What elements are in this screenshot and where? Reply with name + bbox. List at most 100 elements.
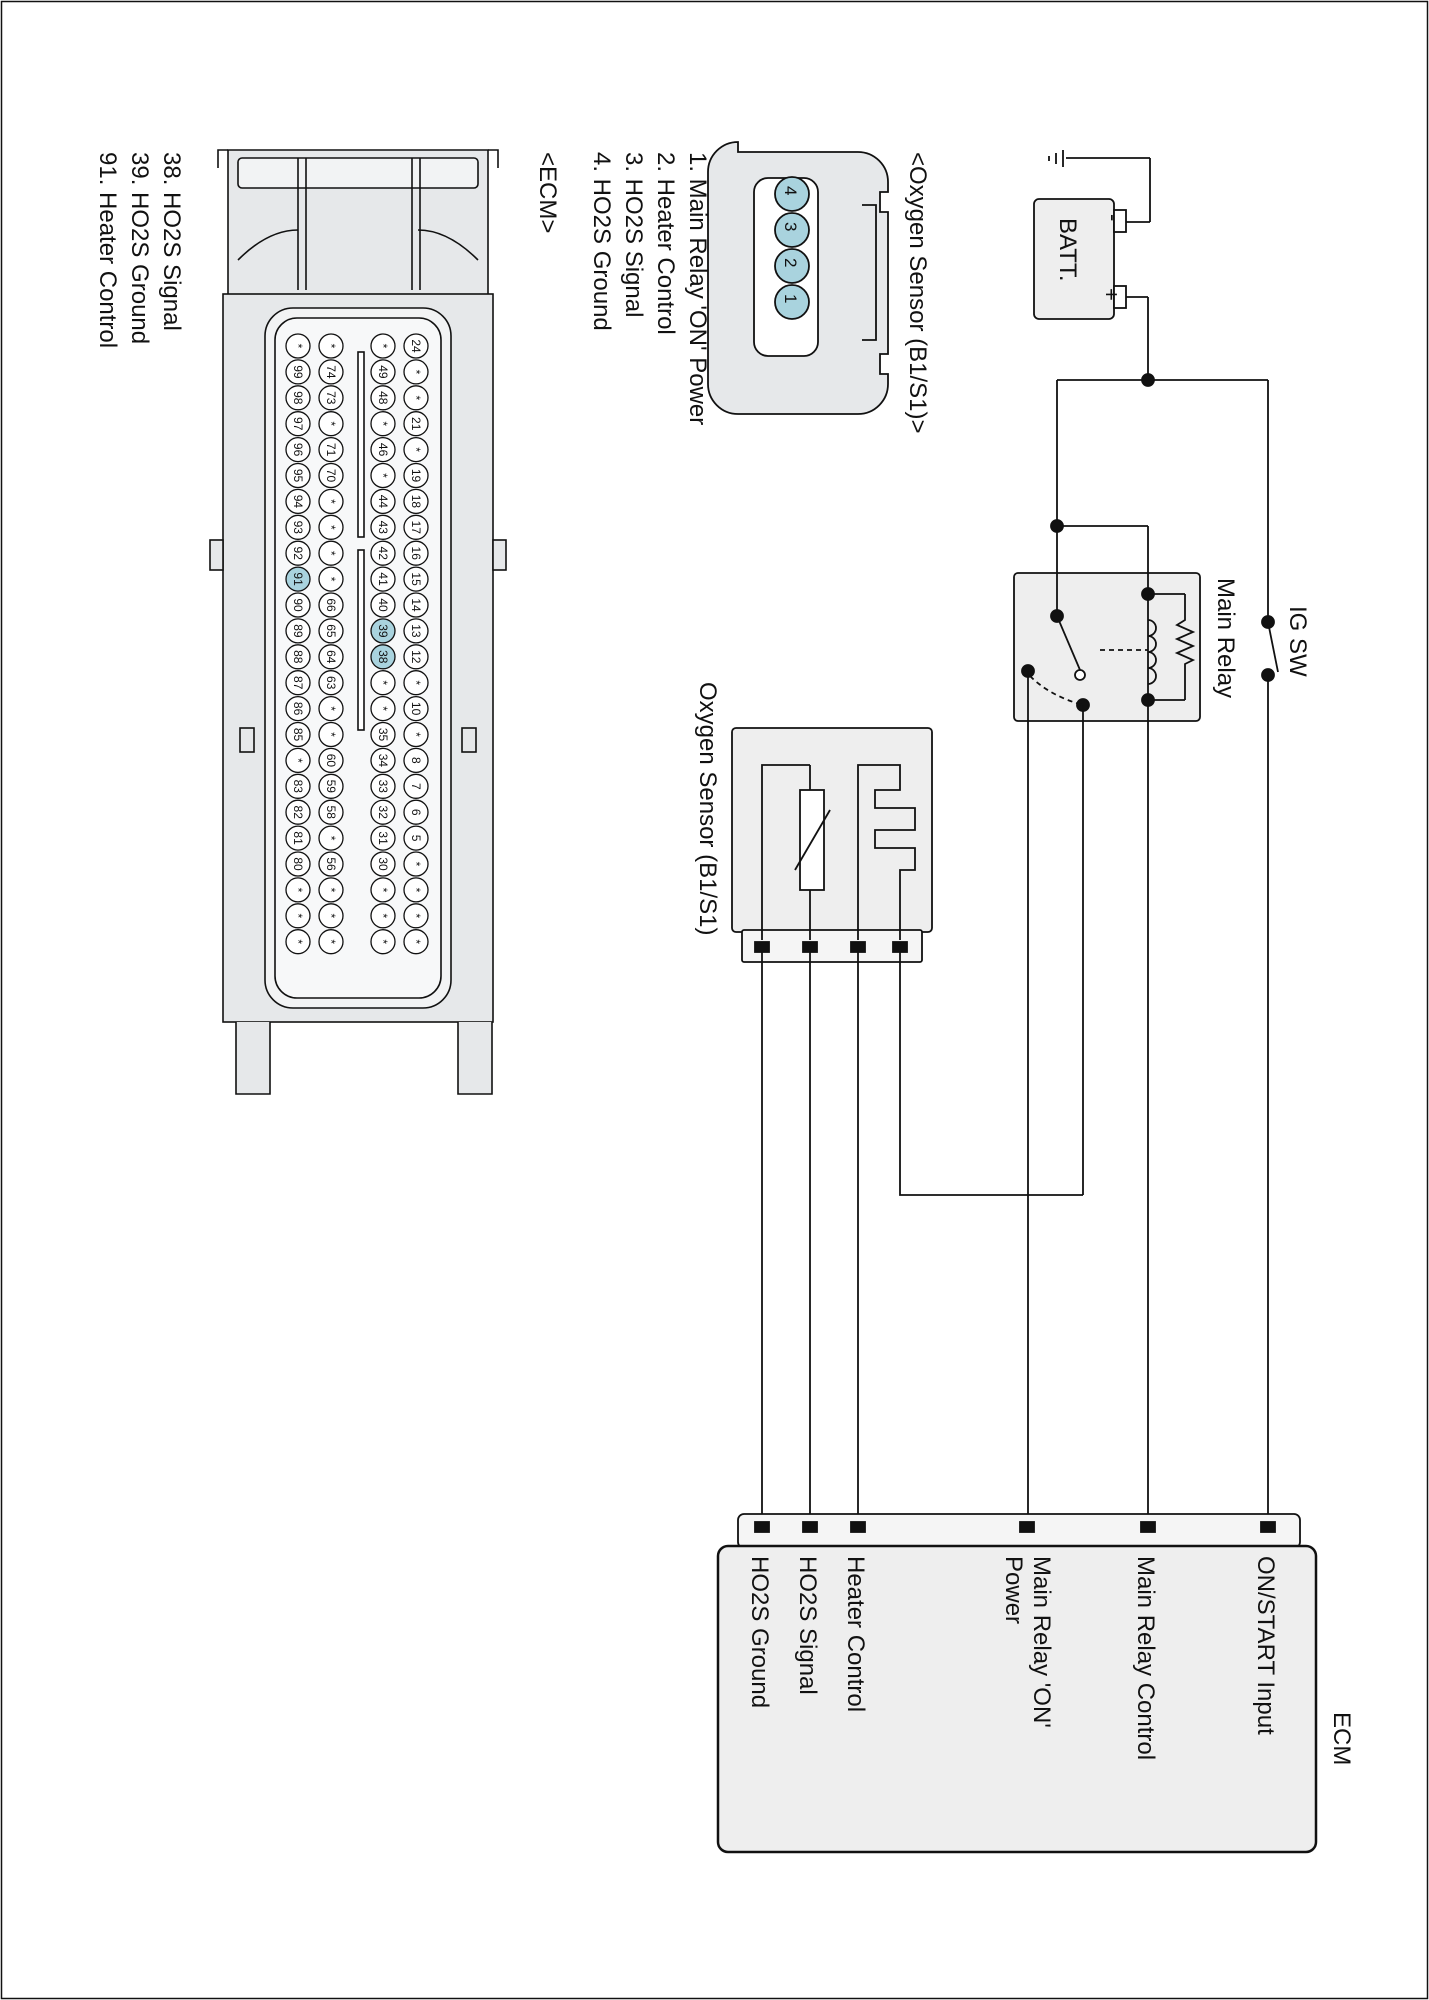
ecm-pin-label: 12	[409, 650, 423, 664]
ecm-pin	[403, 929, 429, 955]
ecm-pin-label-relay-control: Main Relay Control	[1132, 1556, 1159, 1760]
ecm-pin	[403, 359, 429, 385]
ecm-pin-label: 56	[324, 857, 338, 871]
ecm-pin	[285, 773, 311, 799]
ecm-pin	[370, 903, 396, 929]
o2-connector-title: <Oxygen Sensor (B1/S1)>	[904, 152, 931, 433]
o2-pin-3	[774, 212, 810, 248]
ecm-pin	[370, 825, 396, 851]
ecm-pin-label: 70	[324, 469, 338, 483]
ecm-pin	[403, 333, 429, 359]
ecm-pin	[285, 566, 311, 592]
ecm-pin-label: *	[324, 836, 338, 841]
ecm-pin-label: 98	[291, 391, 305, 405]
ecm-pin-label: 18	[409, 495, 423, 509]
ecm-pin-label: 14	[409, 598, 423, 612]
ecm-pin-label: 91	[291, 572, 305, 586]
o2-connector	[707, 141, 889, 415]
ecm-pin-label: 17	[409, 521, 423, 535]
ecm-pin-label: *	[324, 939, 338, 944]
ecm-pin	[403, 903, 429, 929]
ecm-pin-label: *	[291, 939, 305, 944]
ecm-pin	[318, 436, 344, 463]
ecm-pin	[370, 385, 396, 411]
ecm-pin	[318, 903, 344, 929]
ecm-pin-label: 40	[376, 598, 390, 612]
ecm-pin	[403, 488, 429, 515]
ecm-pin-label: 31	[376, 831, 390, 845]
ecm-pin-label: 13	[409, 624, 423, 638]
ecm-pin-label: 46	[376, 443, 390, 457]
ecm-pin-label: *	[291, 758, 305, 763]
ecm-pin	[285, 359, 311, 385]
o2-pin-label-4: 4	[781, 186, 800, 195]
ecm-pin	[285, 851, 311, 877]
ecm-pin-label: 66	[324, 598, 338, 612]
ecm-pin	[285, 333, 311, 359]
ecm-pin	[318, 773, 344, 799]
ecm-pin	[403, 773, 429, 799]
ecm-pin	[285, 799, 311, 825]
ecm-pin-label: 94	[291, 495, 305, 509]
ecm-pin	[318, 851, 344, 877]
ecm-legend-38: 38. HO2S Signal	[158, 152, 185, 331]
ecm-pin-label: 71	[324, 443, 338, 457]
ecm-pin-label: 92	[291, 547, 305, 561]
ecm-pin	[403, 747, 429, 774]
ecm-pin	[318, 462, 344, 489]
ecm-pin-label: 35	[376, 728, 390, 742]
ecm-pin-label: *	[409, 680, 423, 685]
ecm-pin	[403, 592, 429, 618]
ecm-pin-label: 38	[376, 650, 390, 664]
o2-pin-label-3: 3	[781, 222, 800, 231]
ecm-pin-label: *	[324, 913, 338, 918]
ecm-legend-91: 91. Heater Control	[94, 152, 121, 348]
ecm-pin-label: *	[376, 680, 390, 685]
ecm-pin-label-relay-on-1: Main Relay 'ON'	[1028, 1556, 1055, 1728]
o2-legend-1: 1. Main Relay 'ON' Power	[684, 152, 711, 425]
ecm-pin-label: 85	[291, 728, 305, 742]
ecm-pin	[285, 929, 311, 955]
ecm-pin	[285, 618, 311, 644]
ecm-pin	[403, 825, 429, 851]
ecm-pin	[285, 385, 311, 411]
ecm-pin	[403, 721, 429, 748]
ecm-pin-label: 32	[376, 806, 390, 820]
o2-pin-label-2: 2	[781, 258, 800, 267]
ecm-pin-label: 82	[291, 806, 305, 820]
ecm-pin	[370, 592, 396, 618]
ecm-pin-label: 21	[409, 417, 423, 431]
ecm-pin-label: 34	[376, 754, 390, 768]
ecm-pin	[318, 411, 344, 437]
ecm-pin	[285, 670, 311, 696]
ecm-pin-label: 8	[409, 757, 423, 764]
ecm-pin-label: 64	[324, 650, 338, 664]
ecm-pin-label: 42	[376, 547, 390, 561]
ecm-pin-label: *	[291, 344, 305, 349]
ecm-pin-label: 81	[291, 831, 305, 845]
ecm-pin-label: *	[376, 939, 390, 944]
ig-switch	[1261, 615, 1279, 1528]
ecm-pin	[370, 929, 396, 955]
ecm-pin	[403, 566, 429, 592]
ecm-pin-label-heater: Heater Control	[842, 1556, 869, 1712]
ecm-pin	[285, 488, 311, 515]
ecm-pin-label: *	[409, 888, 423, 893]
ecm-pin-label: 5	[409, 835, 423, 842]
o2-pin-label-1: 1	[781, 294, 800, 303]
ecm-pin-label: *	[291, 888, 305, 893]
ecm-pin	[318, 929, 344, 955]
ecm-pin	[403, 514, 429, 540]
ecm-pin-label: *	[376, 913, 390, 918]
ecm-pin-label: 83	[291, 780, 305, 794]
ecm-pin-label: 97	[291, 417, 305, 431]
ecm-pin	[318, 359, 344, 385]
ecm-pin	[403, 540, 429, 566]
ecm-pin	[403, 695, 429, 722]
ecm-pin-label: 74	[324, 365, 338, 379]
ecm-pin-label: 87	[291, 676, 305, 690]
ecm-pin	[370, 618, 396, 644]
ecm-pin	[318, 514, 344, 540]
ecm-pin-label-signal: HO2S Signal	[794, 1556, 821, 1695]
ecm-pin	[318, 385, 344, 411]
